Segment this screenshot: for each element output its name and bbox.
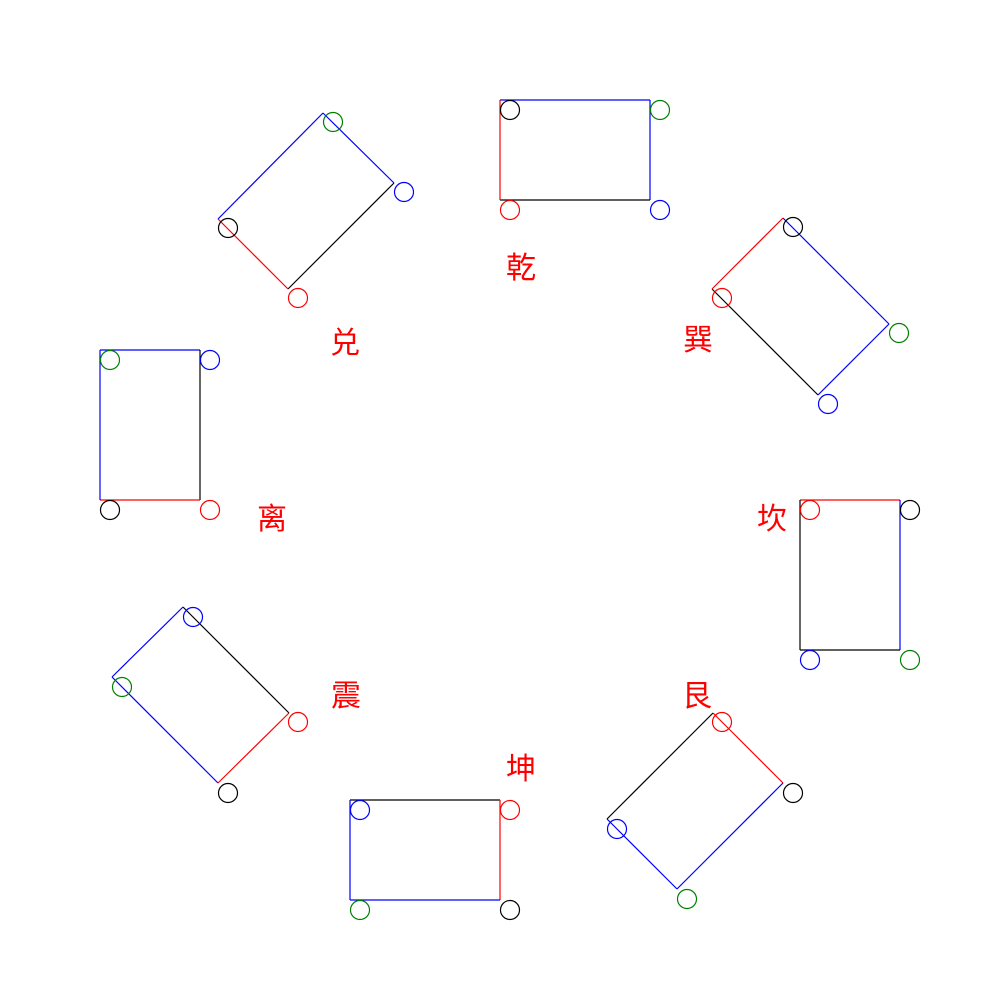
- trigram-zhen-edge-1: [182, 606, 290, 714]
- trigram-kan-marker-2: [899, 499, 921, 521]
- trigram-xun-marker-3: [817, 393, 839, 415]
- trigram-li-marker-1: [99, 349, 121, 371]
- trigram-zhen-marker-2: [287, 711, 309, 733]
- trigram-xun-marker-1: [782, 216, 804, 238]
- trigram-xun-edge-3: [711, 288, 819, 396]
- trigram-qian-marker-1: [499, 99, 521, 121]
- trigram-zhen-edge-2: [217, 712, 290, 784]
- trigram-qian-marker-3: [649, 199, 671, 221]
- trigram-li-marker-3: [199, 499, 221, 521]
- trigram-dui-edge-2: [287, 182, 395, 290]
- trigram-gen-marker-3: [676, 888, 698, 910]
- trigram-kun-marker-1: [349, 799, 371, 821]
- trigram-gen-marker-1: [711, 711, 733, 733]
- trigram-xun-edge-1: [782, 217, 890, 325]
- trigram-gen-edge-1: [712, 712, 784, 784]
- trigram-kan: 坎: [757, 499, 921, 671]
- trigram-xun-edge-4: [711, 217, 784, 290]
- trigram-zhen-edge-4: [111, 606, 184, 678]
- trigram-kun-marker-3: [499, 899, 521, 921]
- trigram-zhen-label: 震: [331, 679, 361, 714]
- trigram-qian-label: 乾: [506, 251, 536, 286]
- trigram-dui: 兑: [217, 111, 415, 361]
- trigram-kan-marker-3: [899, 649, 921, 671]
- trigram-kun: 坤: [349, 752, 536, 921]
- trigram-qian: 乾: [499, 99, 671, 286]
- trigram-dui-marker-2: [393, 181, 415, 203]
- trigram-dui-edge-1: [322, 112, 395, 184]
- trigram-xun-marker-2: [888, 322, 910, 344]
- trigram-dui-edge-4: [217, 112, 324, 220]
- trigram-dui-marker-4: [217, 217, 239, 239]
- trigram-gen-edge-4: [606, 712, 714, 820]
- trigram-dui-edge-3: [217, 218, 289, 290]
- trigram-gen-edge-3: [606, 818, 678, 890]
- trigram-xun-edge-2: [817, 323, 890, 396]
- trigram-kun-marker-2: [499, 799, 521, 821]
- trigram-zhen-marker-4: [111, 676, 133, 698]
- trigram-kan-label: 坎: [757, 502, 787, 537]
- trigram-zhen-marker-1: [182, 606, 204, 628]
- trigram-xun-marker-4: [711, 287, 733, 309]
- trigram-zhen: 震: [111, 606, 361, 804]
- trigram-kun-label: 坤: [506, 752, 536, 787]
- trigram-li-label: 离: [257, 502, 287, 537]
- trigram-qian-marker-4: [499, 199, 521, 221]
- trigram-xun-label: 巽: [683, 323, 713, 358]
- trigram-kan-marker-4: [799, 649, 821, 671]
- trigram-gen-marker-4: [606, 818, 628, 840]
- trigram-xun: 巽: [683, 216, 910, 415]
- trigram-li-marker-4: [99, 499, 121, 521]
- trigram-li-marker-2: [199, 349, 221, 371]
- trigram-kan-marker-1: [799, 499, 821, 521]
- trigram-gen: 艮: [606, 679, 804, 910]
- trigram-zhen-marker-3: [217, 782, 239, 804]
- trigram-gen-label: 艮: [682, 679, 712, 714]
- trigram-zhen-edge-3: [111, 676, 219, 784]
- trigram-qian-marker-2: [649, 99, 671, 121]
- trigram-dui-marker-3: [287, 287, 309, 309]
- trigram-gen-marker-2: [782, 782, 804, 804]
- trigram-gen-edge-2: [676, 782, 784, 890]
- trigram-kun-marker-4: [349, 899, 371, 921]
- trigram-dui-marker-1: [322, 111, 344, 133]
- trigram-li: 离: [99, 349, 287, 537]
- trigram-dui-label: 兑: [330, 326, 360, 361]
